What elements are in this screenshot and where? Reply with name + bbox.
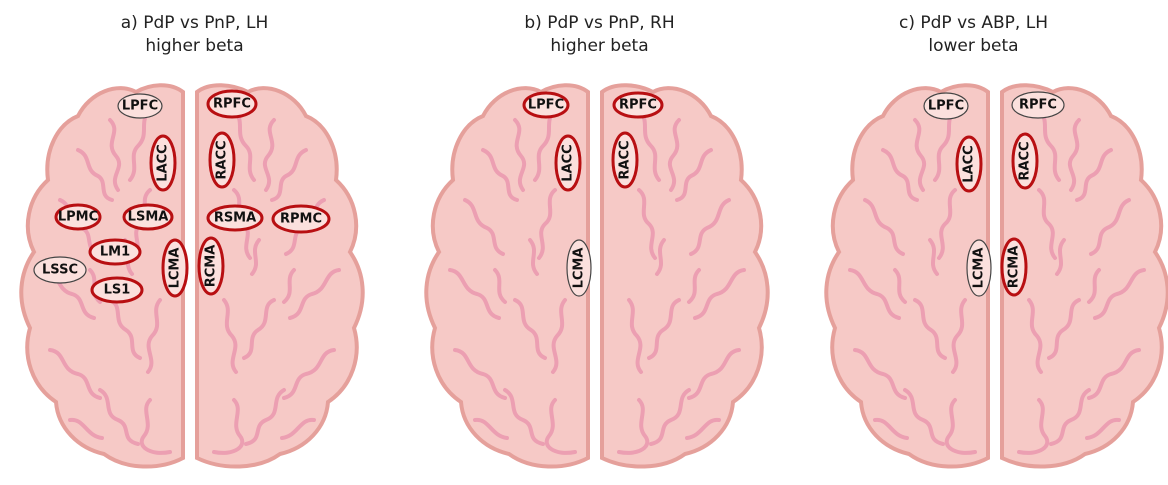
- brain-diagram: LPFC RPFC LACC RACC LCMA RCMA: [779, 0, 1168, 485]
- region-racc: RACC: [613, 133, 637, 187]
- region-lm1: LM1: [90, 240, 140, 264]
- brain-diagram: LPFC RPFC LACC RACC LCMA: [405, 0, 794, 485]
- region-label: LCMA: [572, 248, 587, 289]
- region-lpfc: LPFC: [118, 94, 162, 118]
- region-racc: RACC: [210, 133, 234, 187]
- region-label: RPFC: [213, 97, 251, 112]
- region-rpfc: RPFC: [208, 91, 256, 117]
- region-lpfc: LPFC: [924, 93, 968, 119]
- region-lacc: LACC: [556, 136, 580, 190]
- region-lpfc: LPFC: [524, 93, 568, 117]
- region-label: LM1: [100, 245, 130, 260]
- region-label: LACC: [561, 144, 576, 181]
- region-label: LACC: [156, 144, 171, 181]
- region-label: RACC: [618, 140, 633, 179]
- region-label: LSSC: [42, 263, 78, 278]
- region-lacc: LACC: [151, 136, 175, 190]
- region-label: RACC: [1018, 141, 1033, 180]
- region-label: LPFC: [928, 99, 964, 114]
- region-label: LCMA: [972, 248, 987, 289]
- region-lcma: LCMA: [163, 240, 187, 296]
- region-lcma: LCMA: [567, 240, 591, 296]
- region-label: RPFC: [1019, 98, 1057, 113]
- region-rpfc: RPFC: [614, 93, 662, 117]
- region-lacc: LACC: [957, 137, 981, 191]
- region-label: LPFC: [528, 98, 564, 113]
- region-lssc: LSSC: [34, 257, 86, 283]
- region-rpfc: RPFC: [1012, 92, 1064, 118]
- region-label: RCMA: [204, 245, 219, 288]
- region-lcma: LCMA: [967, 240, 991, 296]
- region-label: RSMA: [214, 211, 256, 226]
- region-ls1: LS1: [92, 278, 142, 302]
- region-rsma: RSMA: [208, 206, 262, 230]
- region-label: LPMC: [58, 210, 98, 225]
- region-label: LS1: [104, 283, 131, 298]
- region-lsma: LSMA: [124, 205, 172, 229]
- region-label: RCMA: [1007, 246, 1022, 289]
- region-label: LSMA: [128, 210, 169, 225]
- region-label: LPFC: [122, 99, 158, 114]
- region-label: LCMA: [168, 248, 183, 289]
- region-label: LACC: [962, 145, 977, 182]
- region-rpmc: RPMC: [273, 206, 329, 232]
- region-rcma: RCMA: [1002, 239, 1026, 295]
- region-racc: RACC: [1013, 134, 1037, 188]
- region-label: RPMC: [280, 212, 322, 227]
- region-rcma: RCMA: [199, 238, 223, 294]
- region-label: RPFC: [619, 98, 657, 113]
- region-lpmc: LPMC: [56, 205, 100, 229]
- region-label: RACC: [215, 140, 230, 179]
